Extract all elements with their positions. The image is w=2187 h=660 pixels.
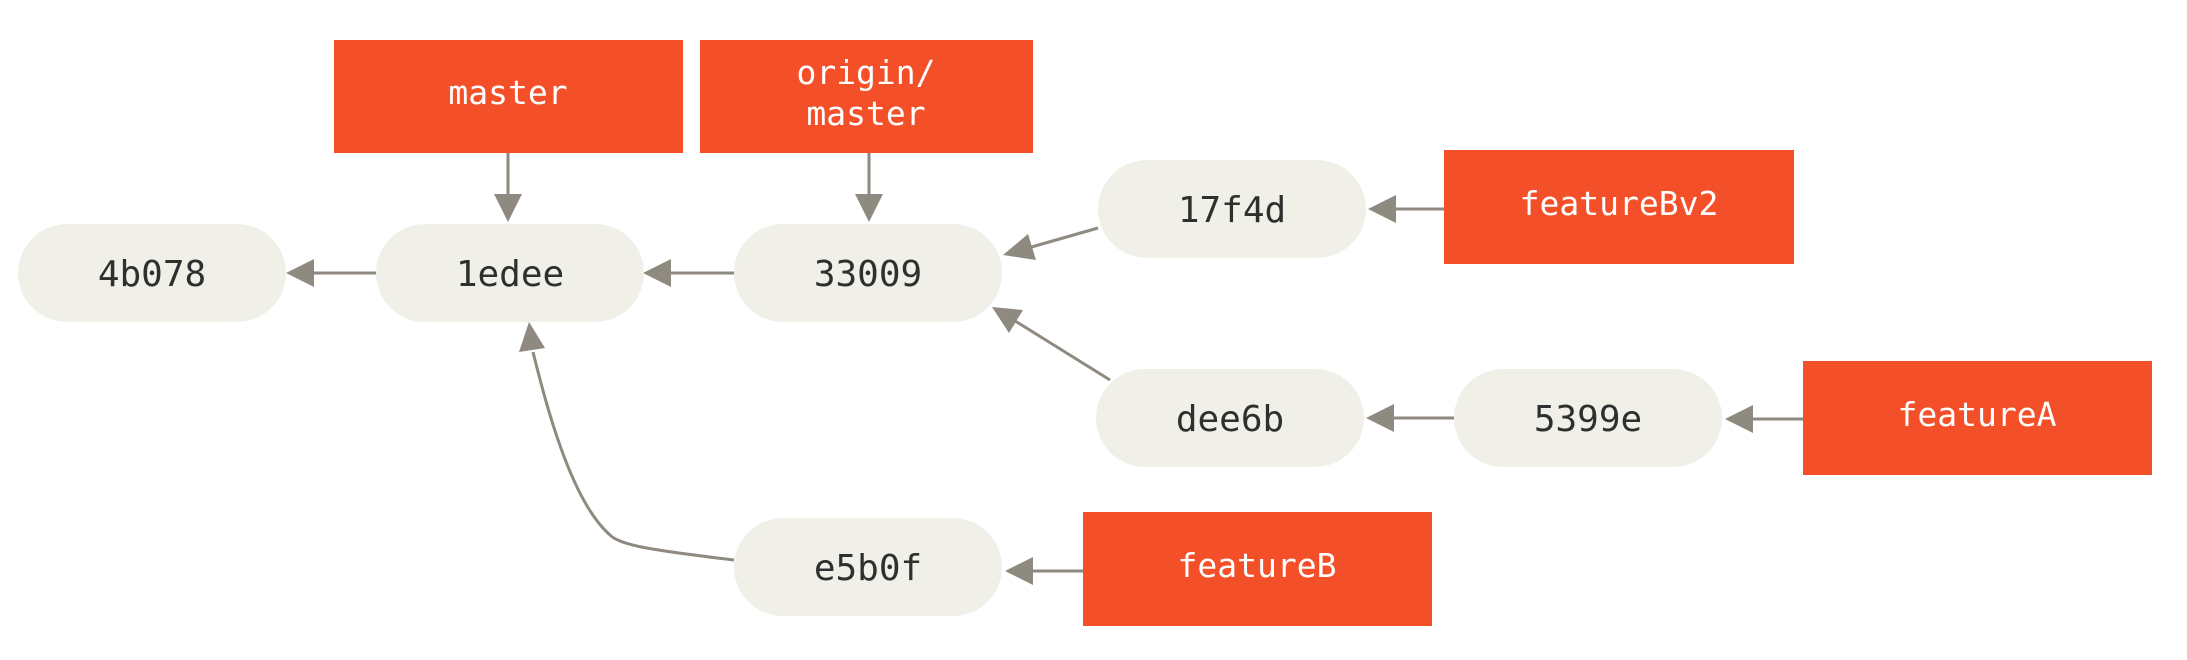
commit-17f4d: 17f4d <box>1098 160 1366 258</box>
arrowhead-33009-from-dee6b <box>992 307 1023 333</box>
commit-e5b0f-label: e5b0f <box>814 548 922 589</box>
ref-featureB: featureB <box>1083 512 1432 626</box>
commit-dee6b-label: dee6b <box>1176 399 1284 440</box>
commit-4b078-label: 4b078 <box>98 254 206 295</box>
commit-5399e-shape <box>1454 369 1722 467</box>
edge-dee6b-to-33009 <box>1011 317 1111 382</box>
commit-33009-label: 33009 <box>814 254 922 295</box>
arrowhead-33009-from-17f4d <box>1003 234 1036 260</box>
arrowhead-1edee-from-e5b0f <box>519 322 545 352</box>
commit-33009: 33009 <box>734 224 1002 322</box>
arrowhead-e5b0f-from-featureB <box>1005 557 1033 585</box>
ref-origin-master-box <box>700 40 1033 153</box>
ref-master-box <box>334 40 683 153</box>
edge-e5b0f-to-1edee <box>531 351 735 562</box>
ref-featureB-box <box>1083 512 1432 626</box>
commit-17f4d-shape <box>1098 160 1366 258</box>
arrowhead-1edee-from-master <box>494 194 522 222</box>
ref-featureBv2-box <box>1444 150 1794 264</box>
commit-1edee: 1edee <box>376 224 644 322</box>
commit-5399e-label: 5399e <box>1534 399 1642 440</box>
arrowhead-1edee-from-33009 <box>643 259 671 287</box>
ref-origin-master-label-line1: origin/ <box>796 53 935 92</box>
ref-origin-master: origin/ master <box>700 40 1033 153</box>
arrowhead-17f4d-from-featureBv2 <box>1368 195 1396 223</box>
commit-4b078: 4b078 <box>18 224 286 322</box>
ref-featureA-box <box>1803 361 2152 475</box>
ref-master-label: master <box>448 73 567 112</box>
ref-featureBv2: featureBv2 <box>1444 150 1794 264</box>
commit-5399e: 5399e <box>1454 369 1722 467</box>
commit-33009-shape <box>734 224 1002 322</box>
commit-dee6b-shape <box>1096 369 1364 467</box>
commit-dee6b: dee6b <box>1096 369 1364 467</box>
ref-origin-master-label-line2: master <box>806 94 925 133</box>
commit-17f4d-label: 17f4d <box>1178 190 1286 231</box>
edges <box>286 153 1808 585</box>
ref-featureA: featureA <box>1803 361 2152 475</box>
ref-master: master <box>334 40 683 153</box>
commit-1edee-label: 1edee <box>456 254 564 295</box>
commit-4b078-shape <box>18 224 286 322</box>
edge-17f4d-to-33009 <box>1027 226 1099 250</box>
commit-1edee-shape <box>376 224 644 322</box>
ref-featureB-label: featureB <box>1178 546 1337 585</box>
arrowhead-5399e-from-featureA <box>1725 405 1753 433</box>
arrowhead-33009-from-origin-master <box>855 194 883 222</box>
ref-featureBv2-label: featureBv2 <box>1520 184 1719 223</box>
ref-featureA-label: featureA <box>1898 395 2057 434</box>
commit-e5b0f-shape <box>734 518 1002 616</box>
arrowhead-4b078 <box>286 259 314 287</box>
commit-e5b0f: e5b0f <box>734 518 1002 616</box>
arrowhead-dee6b-from-5399e <box>1366 404 1394 432</box>
